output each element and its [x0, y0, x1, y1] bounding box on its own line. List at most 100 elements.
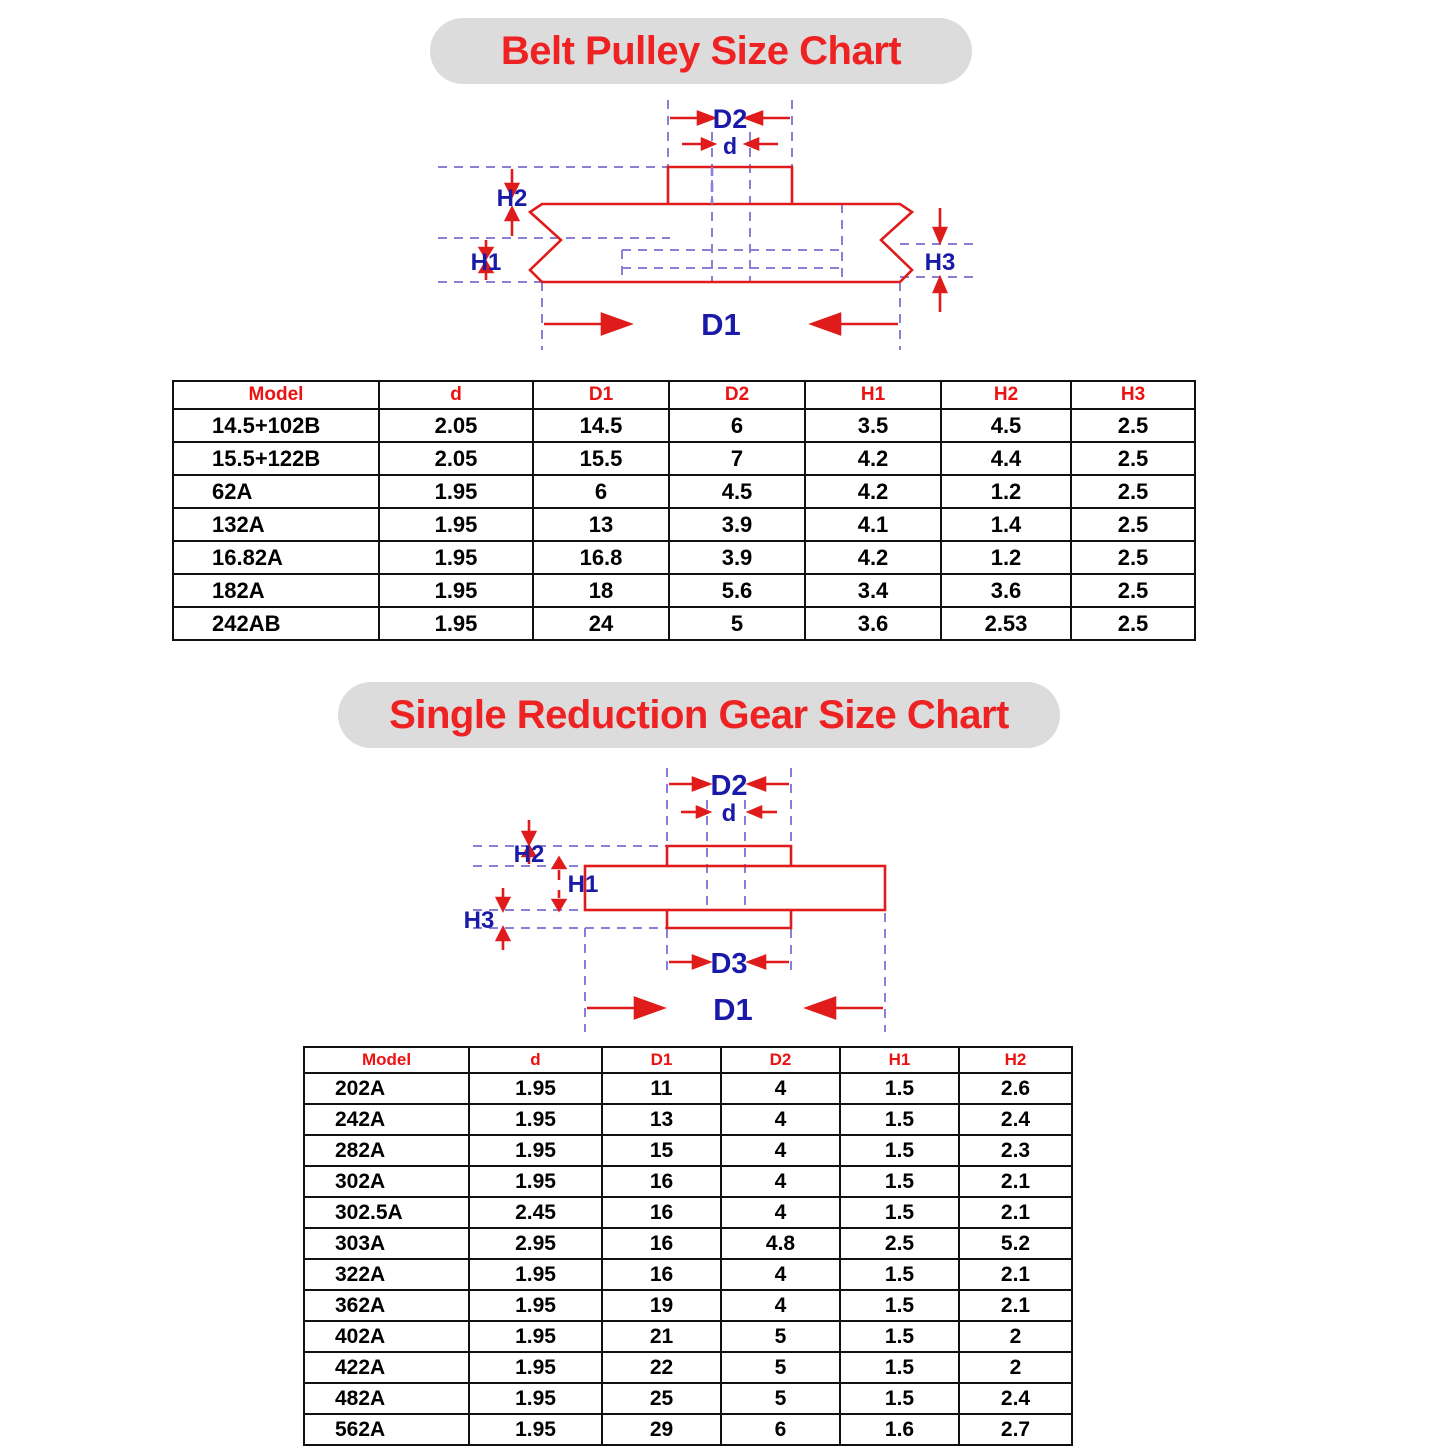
cell-d: 1.95: [378, 573, 534, 608]
cell-model: 14.5+102B: [172, 408, 380, 443]
gear-label-D2: D2: [710, 770, 747, 802]
cell-h1: 1.5: [839, 1072, 960, 1105]
cell-h3: 2.5: [1070, 507, 1196, 542]
pulley-label-H1: H1: [471, 249, 502, 276]
cell-h1: 3.5: [804, 408, 942, 443]
cell-h2: 2.7: [958, 1413, 1073, 1446]
cell-h2: 2: [958, 1351, 1073, 1384]
gear-label-D1: D1: [713, 992, 753, 1027]
single-reduction-gear-table: Model d D1 D2 H1 H2 202A 1.95 11 4 1.5 2…: [303, 1046, 1073, 1446]
cell-d: 1.95: [468, 1320, 603, 1353]
cell-h1: 3.6: [804, 606, 942, 641]
cell-h2: 1.2: [940, 540, 1072, 575]
cell-d1: 16: [601, 1165, 722, 1198]
column-header-h2: H2: [940, 380, 1072, 410]
belt-pulley-title: Belt Pulley Size Chart: [430, 18, 972, 84]
gear-label-H3: H3: [464, 907, 495, 934]
cell-d1: 16: [601, 1227, 722, 1260]
table-row: 302.5A 2.45 16 4 1.5 2.1: [303, 1196, 1073, 1229]
cell-h1: 4.2: [804, 540, 942, 575]
cell-h2: 1.4: [940, 507, 1072, 542]
cell-h3: 2.5: [1070, 540, 1196, 575]
table-row: 562A 1.95 29 6 1.6 2.7: [303, 1413, 1073, 1446]
cell-d1: 16: [601, 1258, 722, 1291]
cell-h3: 2.5: [1070, 606, 1196, 641]
cell-d1: 11: [601, 1072, 722, 1105]
cell-model: 62A: [172, 474, 380, 509]
cell-d1: 25: [601, 1382, 722, 1415]
cell-h1: 2.5: [839, 1227, 960, 1260]
table-row: 422A 1.95 22 5 1.5 2: [303, 1351, 1073, 1384]
table-row: 482A 1.95 25 5 1.5 2.4: [303, 1382, 1073, 1415]
table-row: 282A 1.95 15 4 1.5 2.3: [303, 1134, 1073, 1167]
cell-model: 362A: [303, 1289, 470, 1322]
table-row: 14.5+102B 2.05 14.5 6 3.5 4.5 2.5: [172, 408, 1196, 443]
cell-h2: 2.1: [958, 1289, 1073, 1322]
cell-d2: 5: [720, 1382, 841, 1415]
table-row: 362A 1.95 19 4 1.5 2.1: [303, 1289, 1073, 1322]
column-header-d1: D1: [601, 1046, 722, 1074]
cell-model: 132A: [172, 507, 380, 542]
column-header-d1: D1: [532, 380, 670, 410]
belt-pulley-table: Model d D1 D2 H1 H2 H3 14.5+102B 2.05 14…: [172, 380, 1196, 641]
cell-d: 1.95: [378, 507, 534, 542]
table-row: 402A 1.95 21 5 1.5 2: [303, 1320, 1073, 1353]
pulley-label-D1: D1: [701, 307, 741, 342]
cell-model: 302A: [303, 1165, 470, 1198]
cell-d: 1.95: [468, 1134, 603, 1167]
cell-h3: 2.5: [1070, 441, 1196, 476]
cell-model: 562A: [303, 1413, 470, 1446]
cell-h1: 3.4: [804, 573, 942, 608]
table-header-row: Model d D1 D2 H1 H2: [303, 1046, 1073, 1074]
cell-h2: 2.4: [958, 1103, 1073, 1136]
cell-d1: 13: [532, 507, 670, 542]
cell-d2: 4: [720, 1196, 841, 1229]
cell-model: 16.82A: [172, 540, 380, 575]
cell-h2: 4.4: [940, 441, 1072, 476]
column-header-h1: H1: [804, 380, 942, 410]
cell-h3: 2.5: [1070, 573, 1196, 608]
column-header-d2: D2: [720, 1046, 841, 1074]
cell-h2: 2.1: [958, 1196, 1073, 1229]
cell-d2: 5: [668, 606, 806, 641]
cell-d2: 5.6: [668, 573, 806, 608]
cell-h1: 1.5: [839, 1196, 960, 1229]
table-row: 62A 1.95 6 4.5 4.2 1.2 2.5: [172, 474, 1196, 509]
cell-model: 322A: [303, 1258, 470, 1291]
column-header-h1: H1: [839, 1046, 960, 1074]
column-header-model: Model: [172, 380, 380, 410]
cell-h2: 2.3: [958, 1134, 1073, 1167]
table-row: 322A 1.95 16 4 1.5 2.1: [303, 1258, 1073, 1291]
cell-d2: 4: [720, 1289, 841, 1322]
cell-model: 282A: [303, 1134, 470, 1167]
cell-h3: 2.5: [1070, 408, 1196, 443]
cell-d: 1.95: [468, 1165, 603, 1198]
cell-d: 1.95: [468, 1413, 603, 1446]
cell-d1: 6: [532, 474, 670, 509]
cell-h2: 2: [958, 1320, 1073, 1353]
cell-d: 1.95: [378, 606, 534, 641]
cell-d1: 16.8: [532, 540, 670, 575]
cell-h1: 1.5: [839, 1289, 960, 1322]
cell-d: 1.95: [468, 1351, 603, 1384]
gear-title: Single Reduction Gear Size Chart: [338, 682, 1060, 748]
cell-h1: 1.5: [839, 1258, 960, 1291]
table-row: 202A 1.95 11 4 1.5 2.6: [303, 1072, 1073, 1105]
cell-model: 202A: [303, 1072, 470, 1105]
cell-d2: 4: [720, 1165, 841, 1198]
cell-h2: 1.2: [940, 474, 1072, 509]
cell-model: 402A: [303, 1320, 470, 1353]
cell-h1: 1.5: [839, 1165, 960, 1198]
cell-d: 1.95: [468, 1072, 603, 1105]
cell-d2: 4: [720, 1134, 841, 1167]
cell-d: 1.95: [468, 1103, 603, 1136]
cell-h2: 5.2: [958, 1227, 1073, 1260]
cell-model: 182A: [172, 573, 380, 608]
table-row: 302A 1.95 16 4 1.5 2.1: [303, 1165, 1073, 1198]
table-row: 15.5+122B 2.05 15.5 7 4.2 4.4 2.5: [172, 441, 1196, 476]
gear-label-d: d: [722, 800, 737, 827]
pulley-label-d: d: [723, 133, 737, 159]
single-reduction-gear-diagram: D2 d H2 H1 H3 D3 D1: [455, 758, 935, 1040]
column-header-d: d: [468, 1046, 603, 1074]
